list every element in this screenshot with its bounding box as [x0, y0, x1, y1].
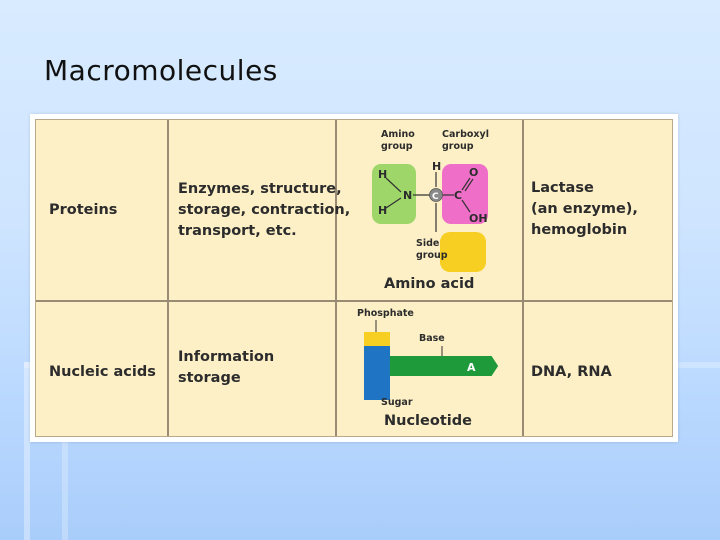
atom-h: H	[378, 204, 387, 217]
atom-n: N	[403, 189, 412, 202]
base-shape	[389, 356, 499, 376]
side-group-shape	[440, 232, 486, 272]
amino-group-shape	[372, 164, 416, 224]
sugar-shape	[364, 346, 390, 400]
row-function-proteins: Enzymes, structure, storage, contraction…	[178, 181, 351, 239]
atom-h: H	[378, 168, 387, 181]
base-letter: A	[467, 361, 476, 374]
alpha-carbon	[429, 188, 443, 202]
table-divider	[522, 120, 524, 436]
decor-stripe	[62, 362, 68, 540]
nucleotide-caption: Nucleotide	[384, 413, 472, 429]
row-type-nucleic-acids: Nucleic acids	[49, 364, 156, 380]
row-type-proteins: Proteins	[49, 202, 118, 218]
carboxyl-group-shape	[442, 164, 488, 224]
macromolecule-table: Proteins Enzymes, structure, storage, co…	[30, 114, 678, 442]
side-group-label: Side group	[416, 238, 448, 261]
phosphate-label: Phosphate	[357, 308, 414, 319]
amino-acid-caption: Amino acid	[384, 276, 475, 292]
row-function-nucleic-acids: Information storage	[178, 349, 275, 386]
table-divider	[36, 300, 672, 302]
table-divider	[335, 120, 337, 436]
sugar-label: Sugar	[381, 397, 413, 408]
row-examples-nucleic-acids: DNA, RNA	[531, 364, 612, 380]
table-divider	[167, 120, 169, 436]
atom-c: C	[454, 189, 462, 202]
atom-c: C	[432, 192, 439, 202]
atom-h-top: H	[432, 160, 441, 173]
nucleotide-diagram: A	[364, 320, 499, 400]
amino-group-label: Amino group	[381, 129, 415, 152]
base-label: Base	[419, 333, 445, 344]
amino-acid-diagram: H H N H C C O OH	[372, 160, 488, 272]
slide-title: Macromolecules	[44, 54, 278, 87]
decor-stripe	[24, 362, 30, 540]
table-body: Proteins Enzymes, structure, storage, co…	[35, 119, 673, 437]
carboxyl-group-label: Carboxyl group	[442, 129, 489, 152]
phosphate-shape	[364, 332, 390, 346]
atom-o: O	[469, 166, 478, 179]
row-examples-proteins: Lactase (an enzyme), hemoglobin	[531, 180, 638, 238]
atom-oh: OH	[469, 212, 488, 225]
